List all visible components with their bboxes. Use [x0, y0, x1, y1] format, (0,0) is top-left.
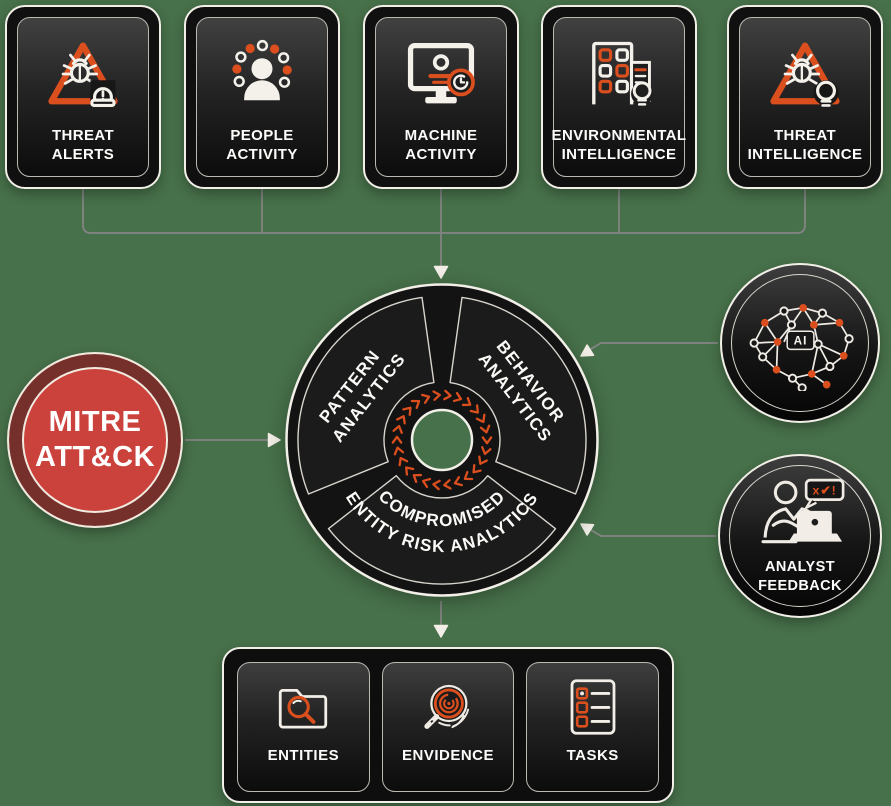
segment-pattern-analytics [297, 296, 435, 495]
arrowhead-right-mitre [267, 432, 281, 448]
mitre-label-line2: ATT&CK [34, 441, 156, 473]
chevron-ring [391, 389, 493, 491]
entities-icon [268, 671, 338, 743]
arrowhead-down-output [433, 624, 449, 638]
bus-line [82, 188, 806, 234]
mitre-label-line1: MITRE [48, 405, 142, 438]
threat-intelligence-icon [763, 32, 847, 118]
threat-alerts-icon [41, 32, 125, 118]
tray-label: ENTITIES [267, 747, 340, 764]
evidence-icon [413, 671, 483, 743]
tray-label: TASKS [566, 747, 619, 764]
output-tray: ENTITIES ENVIDENCE [222, 647, 674, 803]
environmental-intelligence-icon [577, 32, 661, 118]
ai-node: AI [720, 263, 880, 423]
mitre-attack-node: MITRE ATT&CK [7, 352, 183, 528]
analyst-connector [585, 526, 716, 537]
ai-brain-icon: AI [749, 303, 854, 391]
analytics-wheel: PATTERN ANALYTICS BEHAVIOR ANALYTICS COM… [285, 283, 599, 597]
ai-label: AI [794, 335, 808, 348]
card-tasks: TASKS [526, 662, 660, 792]
arrowhead-down-center [433, 265, 449, 279]
card-evidence: ENVIDENCE [381, 662, 515, 792]
machine-activity-icon [399, 32, 483, 118]
people-activity-icon [220, 32, 304, 118]
segment-compromised-entity [327, 475, 557, 585]
ai-connector [585, 342, 718, 353]
analyst-feedback-icon: x✔! [761, 478, 845, 544]
wheel-hole [410, 408, 474, 472]
feedback-bubble-text: x✔! [812, 484, 836, 498]
tasks-icon [558, 671, 628, 743]
card-entities: ENTITIES [237, 662, 370, 792]
tray-label: ENVIDENCE [401, 747, 495, 764]
segment-behavior-analytics [449, 296, 587, 495]
